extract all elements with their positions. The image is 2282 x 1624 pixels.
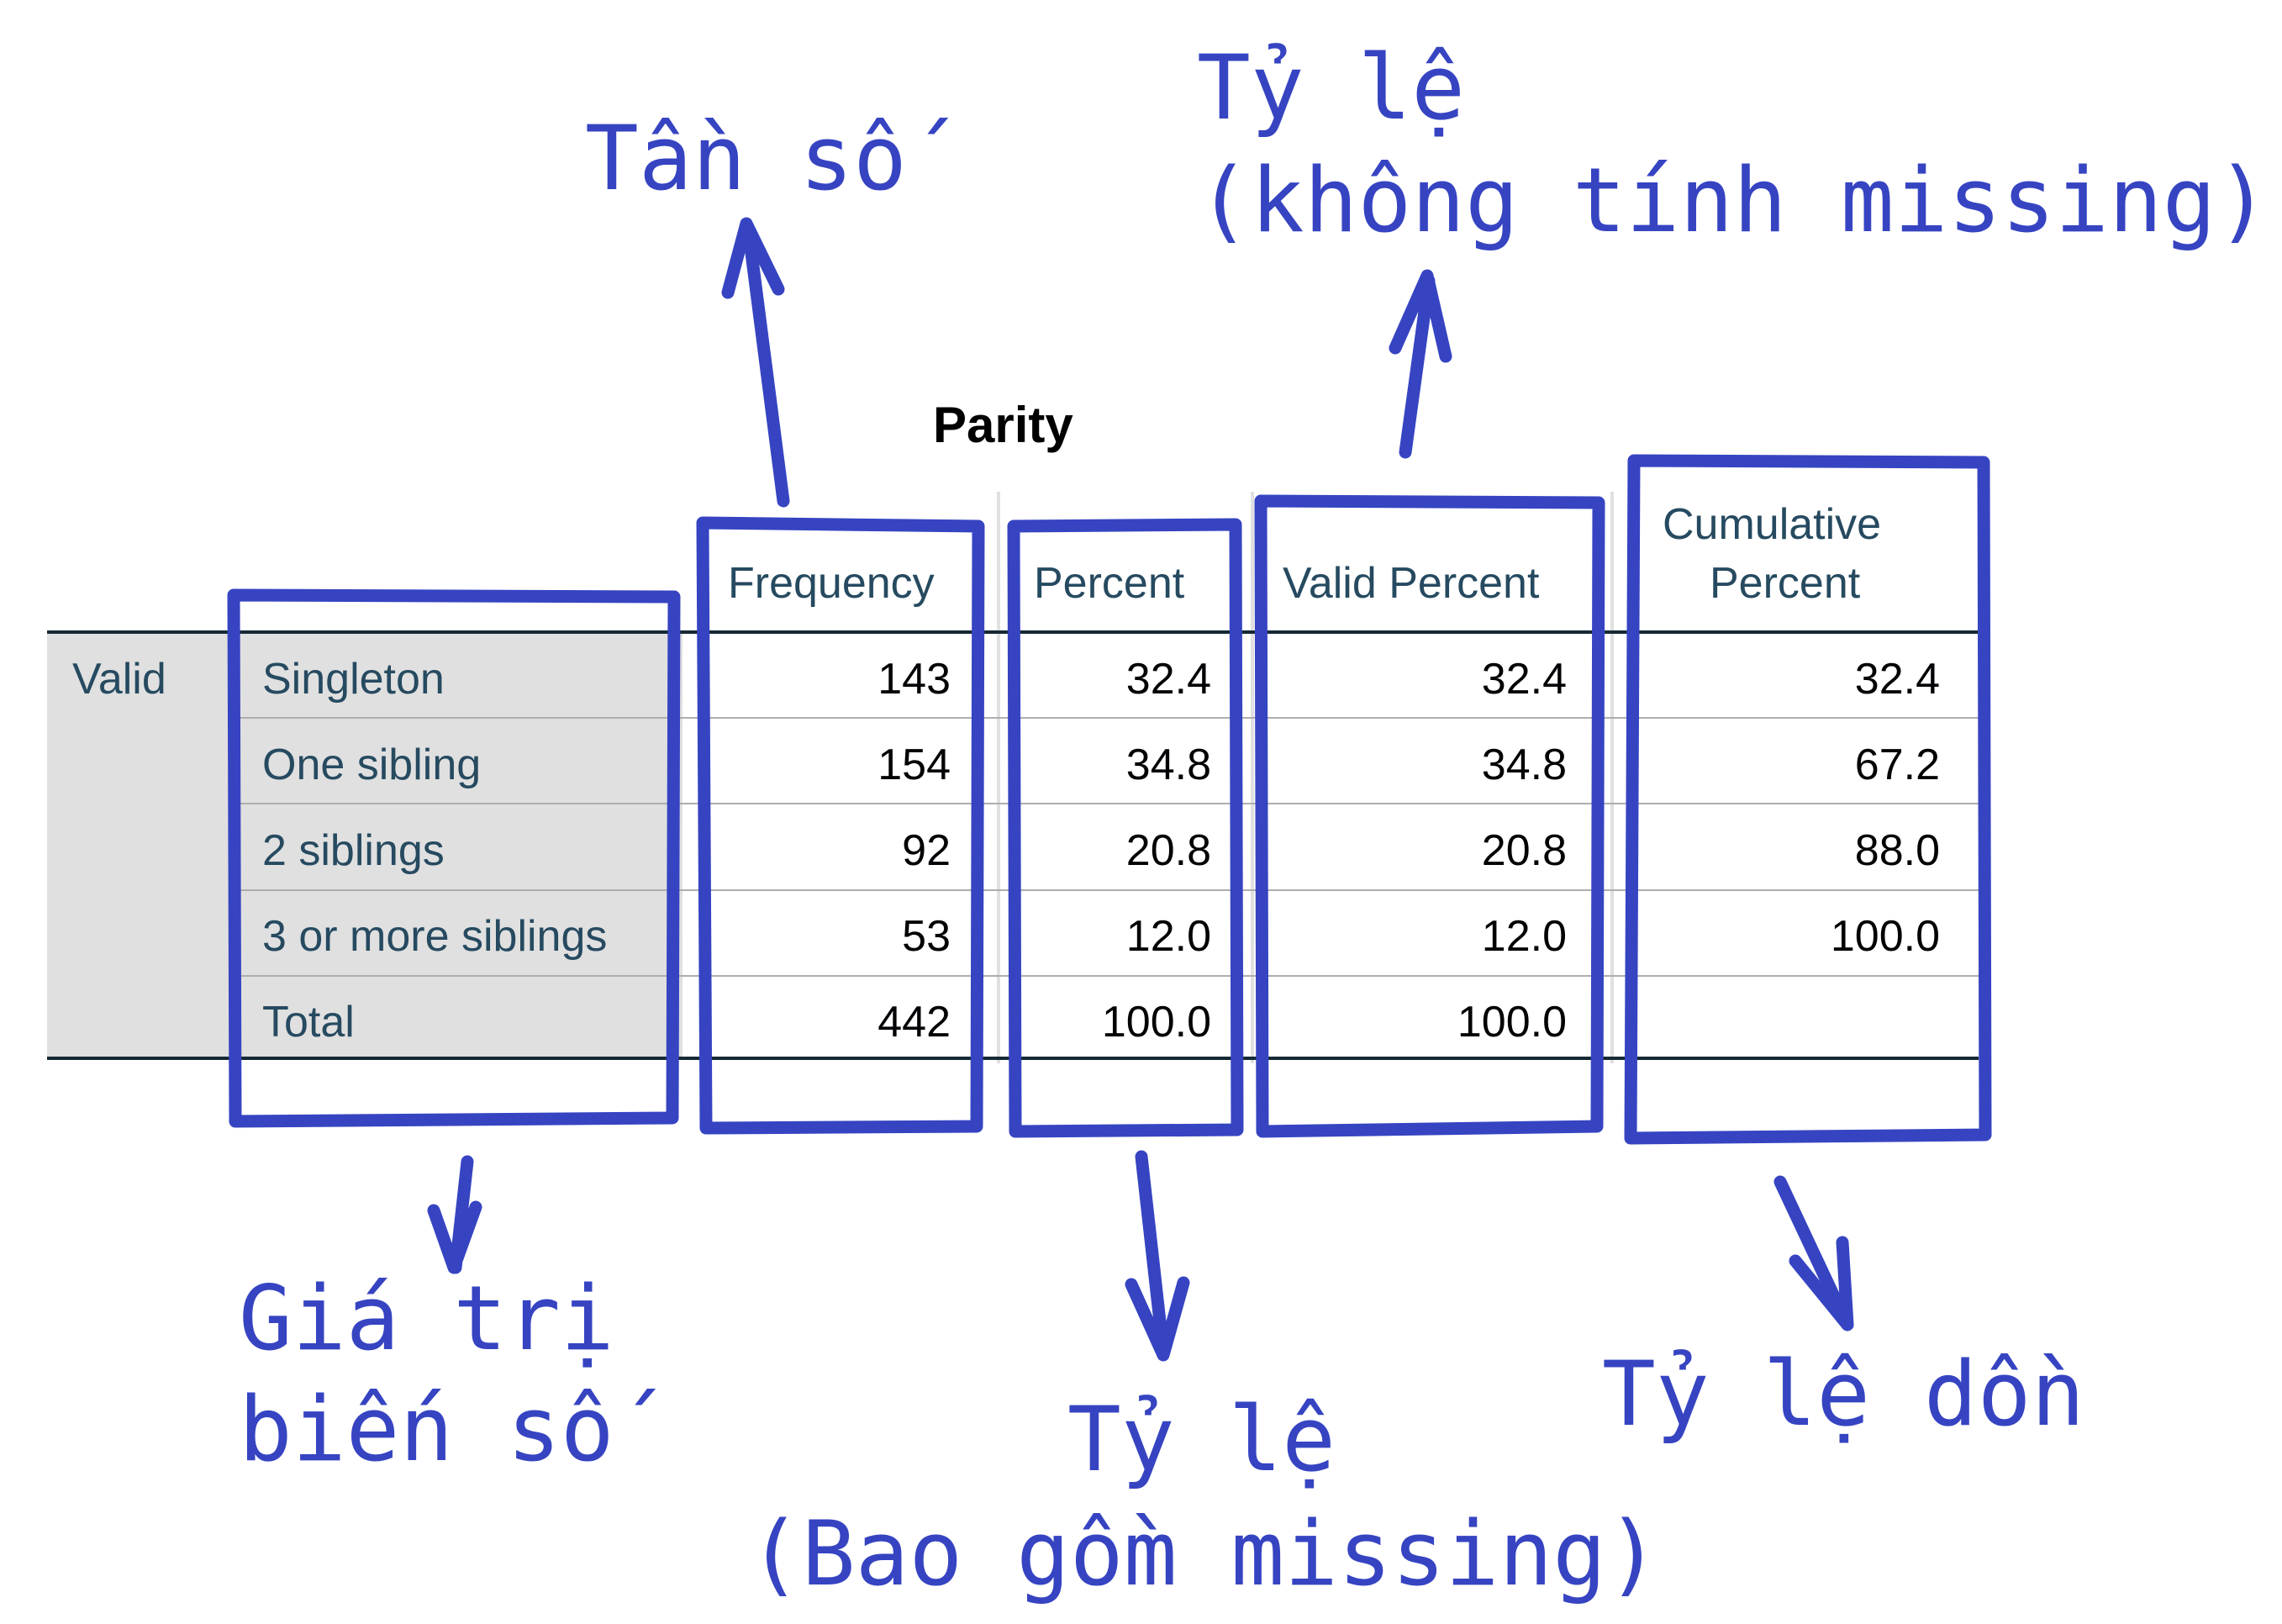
annotation-values-line1: Giá trị bbox=[239, 1267, 614, 1370]
valid-percent-cell: 100.0 bbox=[1457, 998, 1567, 1047]
row-label: 2 siblings bbox=[262, 826, 445, 875]
percent-cell: 20.8 bbox=[1125, 826, 1211, 875]
percent-cell: 12.0 bbox=[1125, 912, 1211, 961]
header-valid-percent: Valid Percent bbox=[1283, 559, 1540, 608]
column-divider bbox=[997, 492, 1000, 1063]
annotation-valid-percent-line1: Tỷ lệ bbox=[1197, 36, 1466, 140]
cumulative-percent-box bbox=[1624, 454, 1992, 1145]
percent-cell: 34.8 bbox=[1125, 741, 1211, 789]
annotation-percent-line1: Tỷ lệ bbox=[1067, 1388, 1336, 1491]
cumulative-cell: 32.4 bbox=[1854, 655, 1940, 704]
column-divider bbox=[1251, 492, 1254, 1063]
frequency-cell: 442 bbox=[877, 998, 951, 1047]
cumulative-cell: 88.0 bbox=[1854, 826, 1940, 875]
percent-cell: 32.4 bbox=[1125, 655, 1211, 704]
valid-percent-cell: 32.4 bbox=[1481, 655, 1567, 704]
annotation-valid-percent-line2: (không tính missing) bbox=[1197, 149, 2270, 252]
cumulative-cell: 67.2 bbox=[1854, 741, 1940, 789]
cumulative-cell: 100.0 bbox=[1830, 912, 1940, 961]
percent-box bbox=[1007, 518, 1244, 1138]
row-divider bbox=[235, 975, 1979, 977]
valid-percent-cell: 20.8 bbox=[1481, 826, 1567, 875]
row-divider bbox=[235, 889, 1979, 891]
frequency-cell: 92 bbox=[902, 826, 951, 875]
cumulative-arrow bbox=[1773, 1175, 1854, 1331]
frequency-cell: 143 bbox=[877, 655, 951, 704]
header-cumulative-line1: Cumulative bbox=[1663, 500, 1882, 549]
annotation-cumulative: Tỷ lệ dồn bbox=[1602, 1342, 2085, 1446]
valid-percent-box bbox=[1254, 494, 1605, 1138]
row-label: Singleton bbox=[262, 655, 445, 704]
header-percent: Percent bbox=[1034, 559, 1185, 608]
row-label: 3 or more siblings bbox=[262, 912, 608, 961]
row-divider bbox=[235, 803, 1979, 804]
values-arrow bbox=[427, 1155, 482, 1274]
annotation-values-line2: biến số bbox=[239, 1378, 614, 1481]
header-frequency: Frequency bbox=[728, 559, 935, 608]
row-label-background bbox=[47, 632, 682, 1057]
valid-percent-cell: 34.8 bbox=[1481, 741, 1567, 789]
values-box bbox=[227, 588, 681, 1128]
frequency-arrow bbox=[721, 217, 790, 508]
row-divider bbox=[235, 717, 1979, 719]
frequency-cell: 154 bbox=[877, 741, 951, 789]
row-label-total: Total bbox=[262, 998, 355, 1047]
table-title: Parity bbox=[933, 397, 1073, 453]
frequency-box bbox=[696, 516, 985, 1135]
frequency-cell: 53 bbox=[902, 912, 951, 961]
valid-percent-cell: 12.0 bbox=[1481, 912, 1567, 961]
percent-cell: 100.0 bbox=[1101, 998, 1211, 1047]
group-label-valid: Valid bbox=[72, 655, 166, 704]
percent-arrow bbox=[1125, 1150, 1190, 1362]
row-label: One sibling bbox=[262, 741, 482, 789]
annotation-percent-line2: (Bao gồm missing) bbox=[748, 1502, 1660, 1606]
annotation-frequency: Tần số bbox=[585, 107, 907, 210]
header-cumulative-line2: Percent bbox=[1710, 559, 1861, 608]
valid-percent-arrow bbox=[1389, 269, 1452, 459]
column-divider bbox=[1610, 492, 1614, 1063]
